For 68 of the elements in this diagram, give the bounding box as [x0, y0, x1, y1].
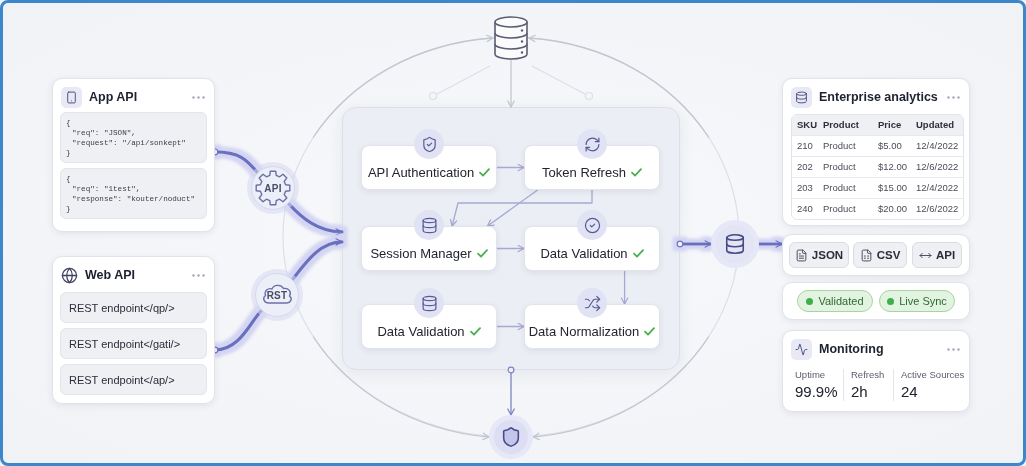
- table-cell: 12/6/2022: [911, 198, 963, 219]
- arrow: [620, 270, 629, 305]
- status-pill: [797, 290, 873, 312]
- arrow: [757, 240, 784, 248]
- arrow: [496, 322, 525, 331]
- stat-value: 24: [901, 383, 918, 400]
- stat-value: 99.9%: [795, 383, 838, 400]
- arrow: [507, 59, 515, 108]
- step-label: Session Manager: [370, 245, 472, 261]
- analytics-card: [782, 78, 970, 226]
- endpoint-label: REST endpoint</qp/>: [69, 301, 175, 314]
- step-label: Data Validation: [540, 245, 628, 261]
- arrow: [507, 366, 515, 416]
- endpoint-label: REST endpoint</ap/>: [69, 373, 175, 386]
- card-title: Enterprise analytics: [819, 90, 939, 104]
- api-card: [52, 256, 215, 404]
- endpoint-item: [60, 292, 207, 323]
- code-block: [60, 112, 207, 163]
- database-icon: [711, 220, 759, 268]
- api-card: [52, 78, 215, 232]
- arrow: [449, 189, 593, 227]
- format-chip: [789, 242, 849, 268]
- arrow: [312, 336, 490, 440]
- arrow: [291, 238, 344, 281]
- shield-icon: [489, 415, 533, 459]
- arrow: [496, 163, 525, 172]
- stat-label: Active Sources: [901, 369, 965, 380]
- badge-label: API: [264, 182, 282, 194]
- endpoint-item: [60, 364, 207, 395]
- monitoring-card: [782, 330, 970, 412]
- card-title: Web API: [85, 268, 136, 282]
- step-label: Data Validation: [377, 323, 465, 339]
- card-title: Monitoring: [819, 342, 885, 356]
- arrow: [486, 189, 539, 227]
- chip-label: CSV: [876, 249, 901, 261]
- stat-value: 2h: [851, 383, 868, 400]
- column-header: Product: [818, 115, 873, 135]
- format-card: [782, 234, 970, 276]
- step-label: Token Refresh: [542, 164, 626, 180]
- status-pill: [879, 290, 955, 312]
- stat-label: Uptime: [795, 369, 826, 380]
- endpoint-item: [60, 328, 207, 359]
- code-block: [60, 168, 207, 219]
- stat-label: Refresh: [851, 369, 885, 380]
- process-panel: [342, 107, 680, 370]
- column-header: Updated: [911, 115, 963, 135]
- card-title: App API: [89, 90, 139, 104]
- format-chip: [912, 242, 962, 268]
- endpoint-label: REST endpoint</gati/>: [69, 337, 181, 350]
- arrow: [676, 240, 713, 248]
- column-header: Price: [873, 115, 911, 135]
- format-chip: [853, 242, 907, 268]
- status-label: Live Sync: [899, 295, 947, 307]
- badge-label: RST: [266, 289, 288, 301]
- arrow: [496, 244, 525, 253]
- arrow: [287, 202, 344, 236]
- chip-label: API: [935, 249, 956, 261]
- status-label: Validated: [818, 295, 864, 307]
- status-card: [782, 282, 970, 320]
- chip-label: JSON: [811, 249, 844, 261]
- column-header: SKU: [792, 115, 818, 135]
- arrow: [528, 34, 710, 138]
- arrow: [532, 336, 710, 440]
- table-cell: 240: [792, 198, 818, 219]
- arrow: [312, 34, 494, 138]
- step-label: Data Normalization: [528, 323, 640, 339]
- step-label: API Authentication: [367, 164, 475, 180]
- database-icon: [493, 16, 529, 60]
